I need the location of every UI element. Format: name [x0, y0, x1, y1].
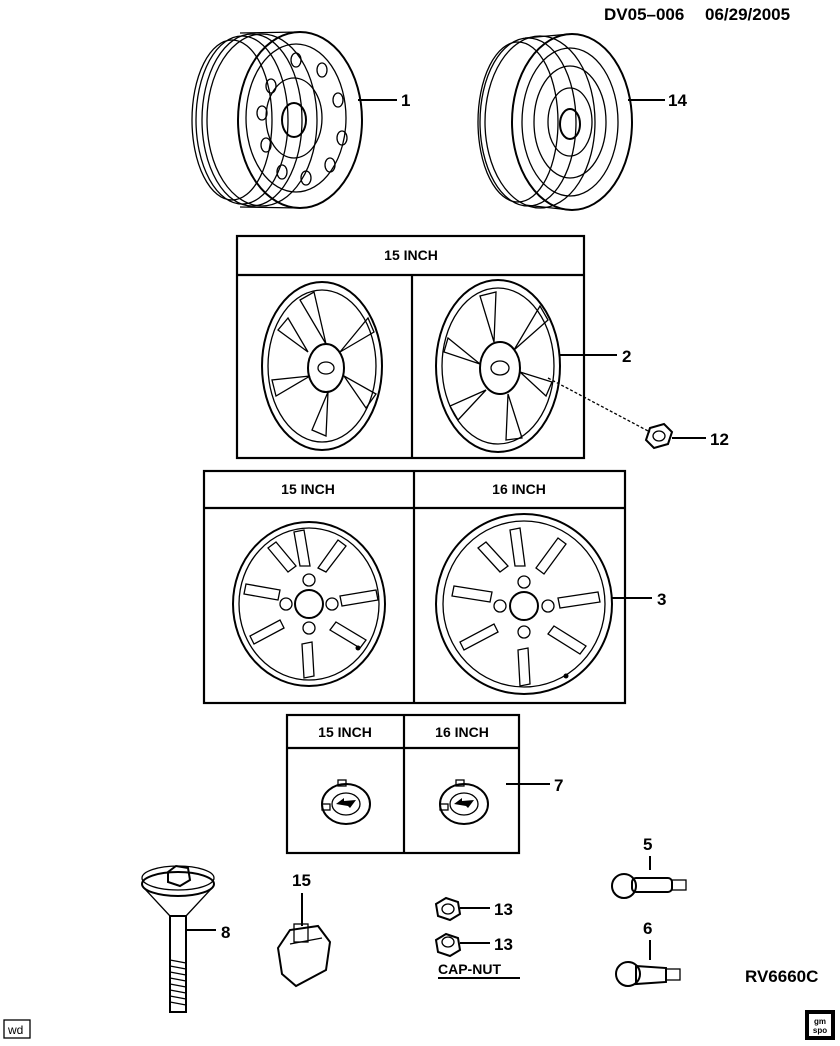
callout-14: 14: [668, 91, 687, 110]
gm-spo-logo: gm spo: [805, 1010, 835, 1040]
wd-tag-box: [3, 1019, 31, 1039]
lug-nut-13b: [434, 932, 462, 958]
doc-id: DV05–006: [604, 5, 684, 24]
steel-wheel: [191, 31, 363, 209]
wheel-cover-right: [435, 279, 561, 453]
wd-tag: wd: [7, 1023, 23, 1037]
spare-wheel: [477, 33, 633, 211]
wheel-cover-box: [235, 234, 586, 460]
callout-1: 1: [401, 91, 410, 110]
callout-13b: 13: [494, 935, 513, 954]
callout-7: 7: [554, 776, 563, 795]
alloy-wheel-15: [232, 521, 386, 687]
callout-6: 6: [643, 919, 652, 938]
wheel-cover-left: [261, 281, 383, 451]
doc-date: 06/29/2005: [705, 5, 790, 24]
spare-bolt: [141, 864, 215, 1013]
lug-nut-13a: [434, 896, 462, 922]
alloy-wheel-16: [435, 513, 613, 695]
callout-3: 3: [657, 590, 666, 609]
cap-right-header: 16 INCH: [435, 724, 489, 740]
center-cap-16: [439, 779, 489, 825]
svg-text:gm: gm: [814, 1017, 826, 1026]
callout-15: 15: [292, 871, 311, 890]
wheel-cover-header: 15 INCH: [384, 247, 438, 263]
cap-nut-label: CAP-NUT: [438, 961, 501, 977]
center-cap-15: [321, 779, 371, 825]
valve-stem-6: [615, 961, 681, 987]
alloy-left-header: 15 INCH: [281, 481, 335, 497]
lug-nut-12: [644, 422, 674, 450]
callout-8: 8: [221, 923, 230, 942]
callout-2: 2: [622, 347, 631, 366]
valve-stem-5: [611, 873, 687, 899]
ref-code: RV6660C: [745, 967, 818, 986]
part-15: [276, 923, 332, 988]
callout-13a: 13: [494, 900, 513, 919]
cap-left-header: 15 INCH: [318, 724, 372, 740]
callout-12: 12: [710, 430, 729, 449]
alloy-right-header: 16 INCH: [492, 481, 546, 497]
callout-5: 5: [643, 835, 652, 854]
svg-text:spo: spo: [813, 1026, 827, 1035]
